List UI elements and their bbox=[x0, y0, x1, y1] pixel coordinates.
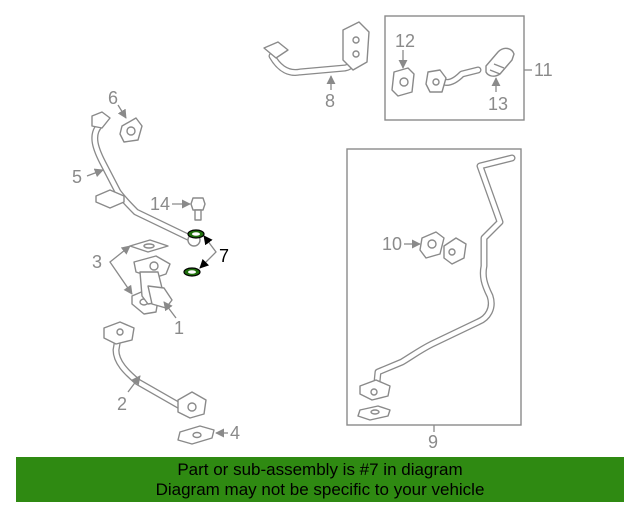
leader-5 bbox=[86, 168, 104, 178]
callout-4: 4 bbox=[230, 423, 240, 443]
callout-13: 13 bbox=[488, 94, 508, 114]
callout-3: 3 bbox=[92, 252, 102, 272]
callout-5: 5 bbox=[72, 167, 82, 187]
banner-line-2: Diagram may not be specific to your vehi… bbox=[155, 480, 485, 499]
parts-diagram: 8 11 12 13 6 5 14 bbox=[72, 15, 553, 452]
callout-2: 2 bbox=[117, 394, 127, 414]
callout-1: 1 bbox=[174, 318, 184, 338]
leader-3 bbox=[109, 245, 133, 295]
part-10-gasket[interactable] bbox=[419, 231, 445, 259]
part-7-gasket-upper[interactable] bbox=[187, 229, 205, 239]
callout-9: 9 bbox=[428, 432, 438, 452]
part-4-gasket[interactable] bbox=[177, 425, 215, 445]
part-5-pipe[interactable] bbox=[91, 111, 201, 247]
part-8-pipe[interactable] bbox=[263, 21, 370, 76]
part-9-long-pipe[interactable] bbox=[357, 154, 516, 421]
callout-14: 14 bbox=[150, 194, 170, 214]
leader-2 bbox=[127, 375, 141, 393]
part-13-hose[interactable] bbox=[485, 47, 515, 77]
callout-8: 8 bbox=[325, 91, 335, 111]
part-7-gasket-lower[interactable] bbox=[183, 267, 201, 277]
banner-line-1: Part or sub-assembly is #7 in diagram bbox=[177, 460, 463, 479]
part-11-kit-box bbox=[384, 15, 525, 121]
leader-1 bbox=[163, 301, 177, 319]
leader-7 bbox=[199, 235, 217, 269]
callout-12: 12 bbox=[395, 31, 415, 51]
callout-10: 10 bbox=[382, 234, 402, 254]
part-6-gasket[interactable] bbox=[119, 117, 143, 143]
callout-7: 7 bbox=[219, 246, 229, 266]
leader-6 bbox=[117, 104, 127, 119]
callout-11: 11 bbox=[534, 60, 553, 80]
part-12-gasket[interactable] bbox=[391, 67, 415, 97]
part-3-gasket-upper[interactable] bbox=[129, 239, 169, 253]
info-banner: Part or sub-assembly is #7 in diagram Di… bbox=[16, 457, 624, 502]
part-11-small-pipe[interactable] bbox=[425, 66, 482, 93]
callout-6: 6 bbox=[108, 88, 118, 108]
part-14-bolt[interactable] bbox=[190, 197, 206, 221]
